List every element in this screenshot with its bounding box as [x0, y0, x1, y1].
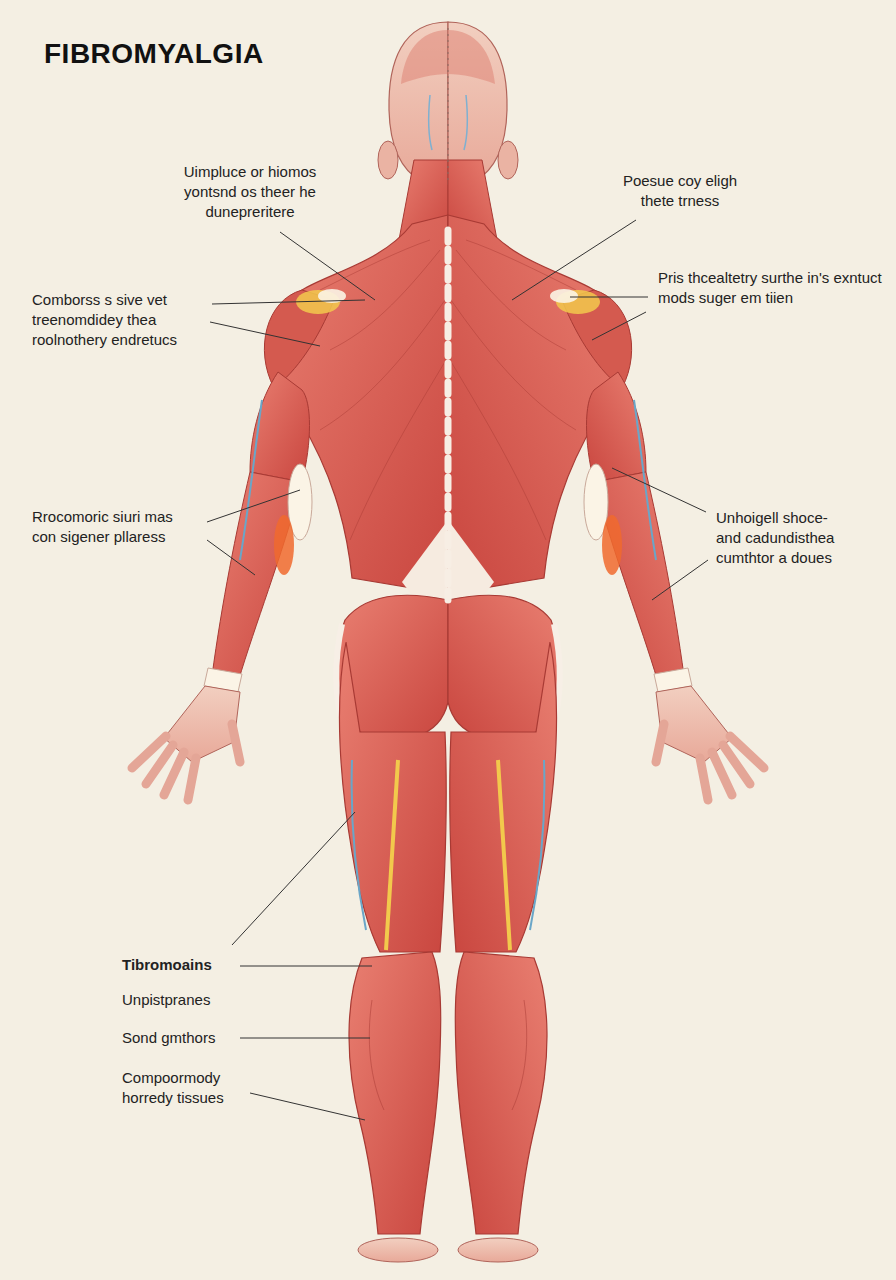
vein: [240, 400, 262, 560]
body-half-mirror: [448, 22, 764, 1262]
foot: [358, 1238, 438, 1262]
callout-label: Rrocomoric siuri mas con sigener pllares…: [32, 507, 197, 547]
palm: [164, 686, 240, 762]
callout-label: Unhoigell shoce- and cadundisthea cumtht…: [716, 508, 851, 568]
callout-label: Comborss s sive vet treenomdidey thea ro…: [32, 290, 197, 350]
callout-label: Tibromoains: [122, 955, 232, 975]
vein: [429, 95, 432, 150]
fingers: [132, 724, 240, 800]
leader-lines: [207, 220, 708, 1120]
callout-label: Poesue coy eligh thete trness: [605, 171, 755, 211]
callout-label: Uimpluce or hiomos yontsnd os theer he d…: [165, 162, 335, 222]
callout-label: Pris thcealtetry surthe in's exntuct mod…: [658, 268, 883, 308]
muscle-fibers: [320, 240, 446, 540]
muscle-fibers: [369, 1000, 384, 1110]
callout-label: Sond gmthors: [122, 1028, 232, 1048]
hamstring: [339, 642, 446, 952]
midline: [448, 28, 449, 180]
callout-label: Unpistpranes: [122, 990, 232, 1010]
diagram-title: FIBROMYALGIA: [44, 38, 264, 70]
spine: [445, 230, 452, 600]
tender-point: [274, 515, 294, 575]
tendon: [386, 760, 398, 950]
ear: [378, 141, 398, 179]
scalp-muscle: [401, 30, 448, 84]
calf: [349, 952, 441, 1234]
callout-label: Compoormody horredy tissues: [122, 1068, 247, 1108]
vein: [352, 760, 366, 930]
